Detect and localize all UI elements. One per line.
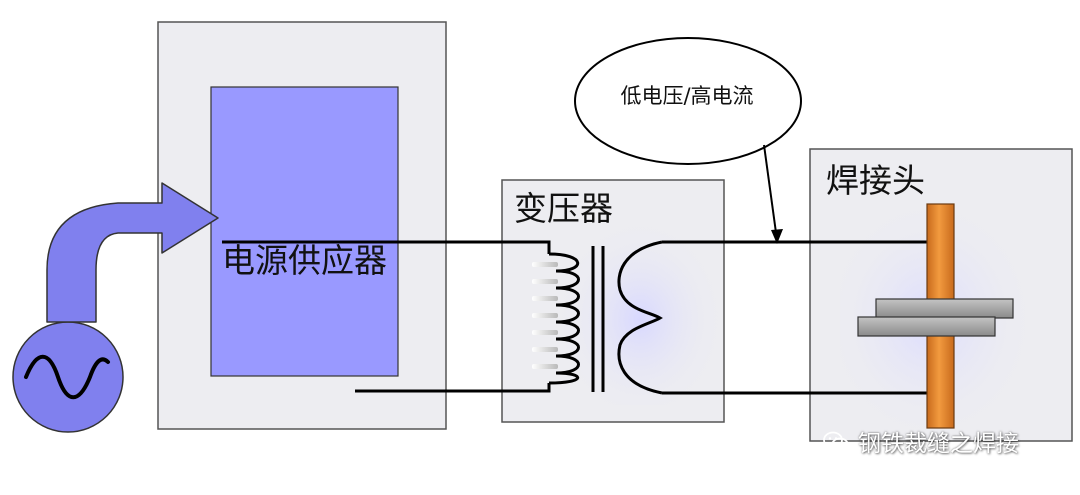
primary-wire-bottom xyxy=(355,383,551,393)
wechat-icon xyxy=(822,430,850,459)
transformer-label: 变压器 xyxy=(514,189,613,228)
watermark: 钢铁裁缝之焊接 xyxy=(822,430,1019,459)
weld-head-label: 焊接头 xyxy=(826,161,925,200)
workpiece-top-plate xyxy=(875,298,1014,319)
power-supply-unit xyxy=(210,86,399,377)
secondary-coil xyxy=(617,240,663,395)
primary-coil-stubs xyxy=(532,262,558,369)
callout-text: 低电压/高电流 xyxy=(620,84,754,108)
primary-coil xyxy=(548,252,580,385)
callout-bubble xyxy=(574,37,802,165)
workpiece-bottom-plate xyxy=(857,316,996,337)
primary-wire-top xyxy=(222,240,551,254)
power-supply-label: 电源供应器 xyxy=(222,241,387,280)
callout-pointer xyxy=(763,144,778,241)
callout-arrowhead xyxy=(771,229,783,244)
watermark-text: 钢铁裁缝之焊接 xyxy=(858,431,1019,457)
curved-arrow-icon xyxy=(46,182,219,323)
sine-wave-icon xyxy=(12,321,124,433)
